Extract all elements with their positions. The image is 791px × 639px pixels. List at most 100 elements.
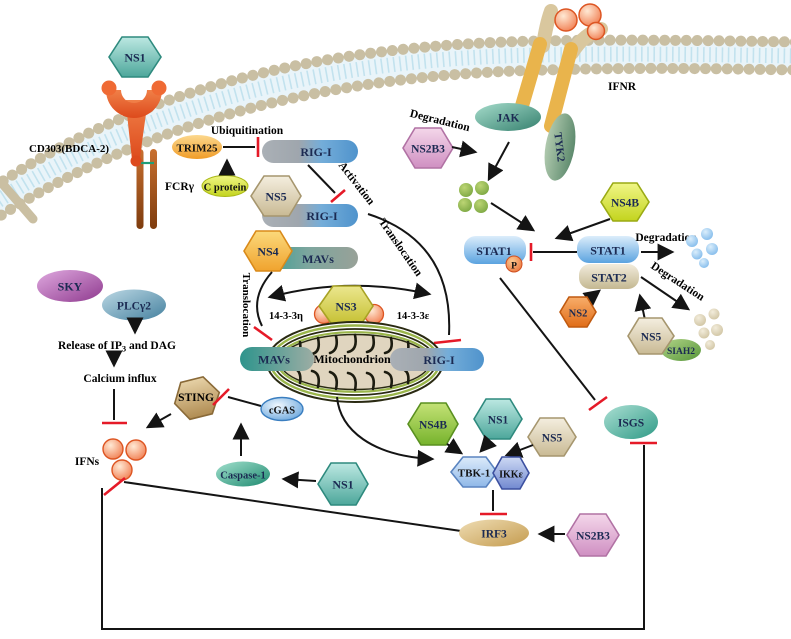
ns5-label-2: NS5 [641, 332, 662, 344]
plcg2-ellipse [102, 289, 166, 321]
beige-droplet-3 [698, 327, 710, 339]
stat1-p-label: STAT1 [476, 244, 512, 258]
ns4b-top-node: NS4B [554, 182, 650, 242]
inhibition-bar-translocation-right [433, 338, 462, 345]
caspase1-ellipse [216, 461, 270, 487]
beige-droplet-5 [705, 340, 715, 350]
sting-cgas-line [227, 396, 262, 407]
signal-dot-4 [474, 199, 488, 213]
isgs-branch: ISGS [101, 277, 658, 630]
ns3-complex: NS3 14-3-3η 14-3-3ε [267, 282, 432, 327]
siah2-ellipse [661, 339, 701, 361]
inhibition-bar-activation [330, 189, 346, 203]
stat1p-isgs-line [499, 277, 596, 401]
ns1-hexagon-2 [317, 462, 369, 506]
c-protein-ellipse [201, 175, 249, 197]
mavs-label-1: MAVs [302, 252, 334, 266]
inhibition-slash-ifns [103, 476, 126, 497]
rigi-label-mito: RIG-I [423, 353, 455, 367]
sky-label: SKY [58, 280, 83, 294]
activation-line [307, 164, 336, 194]
cgas-ellipse [260, 396, 304, 422]
ns5-hexagon-1 [250, 175, 302, 217]
membrane-end-cap [0, 176, 38, 224]
plcg2-label: PLCγ2 [117, 301, 151, 313]
ns2-hexagon [559, 296, 597, 328]
dots-stat1-arrow [490, 202, 536, 232]
stat-cluster: STAT1 P STAT1 STAT2 Degradation Degradat… [464, 228, 723, 361]
ikke-hexagon [492, 456, 530, 490]
rigi-bar-mito [390, 348, 484, 371]
c-protein-label: C protein [204, 183, 247, 194]
sting-ifns-arrow [145, 412, 172, 429]
isgs-label: ISGS [618, 418, 644, 430]
irf3-ellipse [459, 519, 529, 547]
ns1-tbk-arrow [479, 434, 497, 453]
phospho-badge [505, 255, 523, 273]
14-3-3-epsilon-label: 14-3-3ε [397, 311, 430, 322]
ns5-label-1: NS5 [265, 190, 286, 204]
translocation-label-left: Translocation [240, 273, 252, 338]
ns5-ikke-arrow [504, 441, 534, 458]
receptor-cup [106, 90, 162, 118]
ns4b-tbk-arrow [444, 438, 464, 455]
phospho-label: P [511, 262, 517, 272]
receptor-cup-tip-right [151, 80, 167, 96]
fcr-chain-left [136, 149, 144, 229]
beige-droplet-4 [711, 324, 723, 336]
ns2b3-hexagon-2 [566, 513, 620, 557]
jak-label: JAK [497, 113, 520, 125]
signal-dot-1 [459, 183, 473, 197]
ifnr-label: IFNR [608, 81, 637, 93]
ubiquitination-label: Ubiquitination [211, 125, 284, 137]
trim25-ellipse [172, 135, 222, 159]
stat2-box [579, 264, 639, 289]
tyk2-label: TYK2 [551, 132, 567, 163]
cgas-label: cGAS [269, 406, 295, 417]
blue-droplet-2 [701, 228, 713, 240]
jak-ellipse [475, 103, 541, 131]
stat2-degradation-arrow [640, 276, 691, 311]
activation-label: Activation [336, 160, 377, 208]
release-label: Release of IP3 and DAG [58, 340, 176, 354]
ns4-label: NS4 [257, 245, 278, 259]
stat2-label: STAT2 [591, 271, 627, 285]
tyk2-ellipse [544, 113, 576, 181]
irf3-label: IRF3 [481, 529, 507, 541]
trim25-label: TRIM25 [177, 143, 218, 155]
ns1-caspase-arrow [281, 471, 317, 489]
mito-tbk-curve [336, 396, 435, 467]
translocation-curve-right [367, 213, 451, 336]
sting-cgas-pathway: STING cGAS Caspase-1 NS1 [145, 376, 369, 506]
ns2b3-label-top: NS2B3 [411, 144, 445, 156]
sting-label: STING [178, 392, 214, 404]
mavs-bar-mito [240, 347, 314, 371]
irf3-ifns-line [123, 481, 462, 532]
ifns-label: IFNs [75, 456, 100, 468]
tbk1-label: TBK-1 [458, 468, 490, 480]
fcr-label: FCRγ [165, 181, 195, 193]
translocation-curve-left [256, 271, 273, 327]
cell-membrane [0, 34, 791, 224]
inhibition-slash-sting [212, 388, 230, 406]
14-3-3-eta-label: 14-3-3η [269, 311, 303, 322]
ns4b-stat1-arrow [554, 218, 611, 242]
cd303-receptor: CD303(BDCA-2) FCRγ [29, 80, 195, 229]
ns1-label: NS1 [124, 51, 145, 65]
fcr-chain-right [150, 149, 157, 229]
ns4b-hexagon-top [600, 182, 650, 222]
ns1-node-top: NS1 [108, 36, 162, 78]
caspase1-label: Caspase-1 [220, 471, 266, 482]
receptor-stalk-tip [130, 155, 142, 167]
ns1-label-2: NS1 [332, 478, 353, 492]
mitochondrion-label: Mitochondrion [313, 352, 391, 366]
signal-dot-3 [458, 198, 472, 212]
ifns-cluster: IFNs [75, 438, 462, 532]
ns2b3-jak-branch: Degradation NS2B3 [402, 108, 536, 232]
translocation-label-right: Translocation [376, 216, 425, 279]
ifn-sphere-2 [125, 439, 147, 461]
tbk-irf3-pathway: NS4B NS1 NS5 TBK-1 IKKε IRF3 NS2B3 [336, 396, 620, 557]
ns4b-hexagon-2 [407, 402, 459, 446]
blue-droplet-4 [706, 243, 718, 255]
calcium-label: Calcium influx [83, 373, 156, 385]
